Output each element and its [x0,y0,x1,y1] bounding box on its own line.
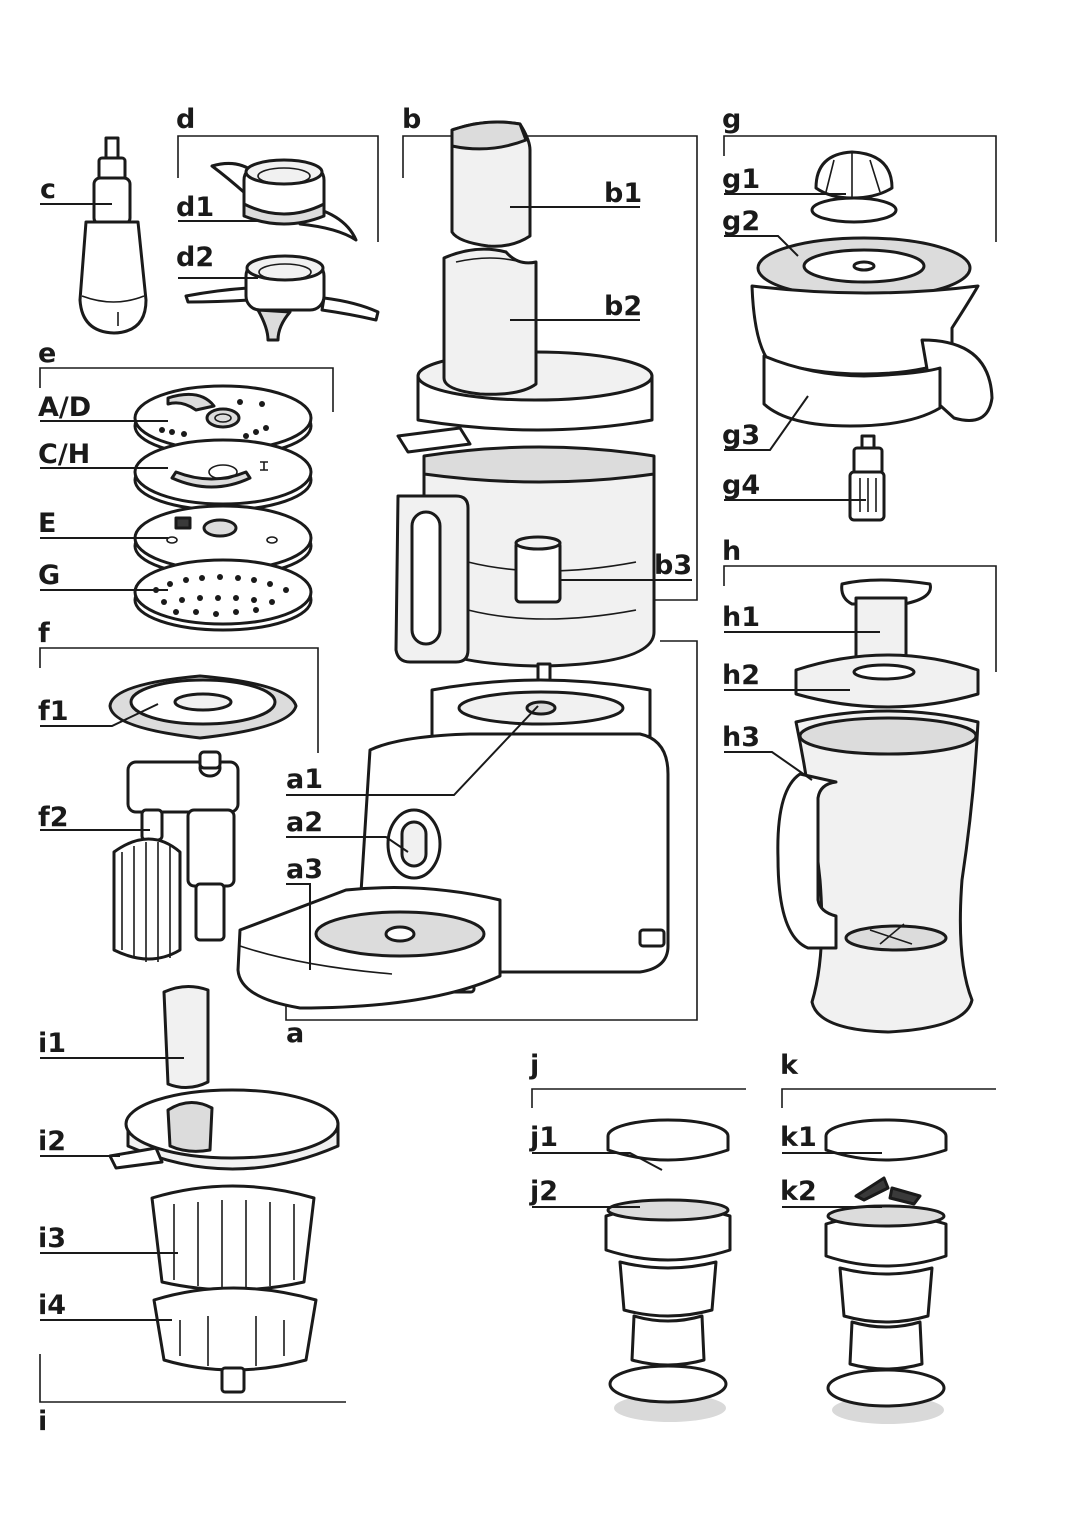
label-d1: d1 [176,192,214,223]
label-AD: A/D [38,392,91,423]
group-brackets [39,135,997,1403]
label-d2: d2 [176,242,214,273]
part-k2-bowl-blade [824,1176,948,1424]
part-j1-lid [606,1118,730,1162]
label-d: d [176,104,195,135]
bracket-f [39,647,319,753]
disc-C-H [133,438,313,512]
label-a2: a2 [286,807,323,838]
bracket-k [781,1088,996,1108]
label-h3: h3 [722,722,760,753]
part-e-discs [133,384,313,632]
leader-g2 [724,235,799,257]
label-g2: g2 [722,206,760,237]
label-a1: a1 [286,764,323,795]
part-d1-blade [210,158,358,242]
label-i: i [38,1406,47,1437]
part-i3-drum [150,1184,316,1292]
label-h: h [722,536,741,567]
part-f2-whisk [112,750,240,962]
leader-f1 [40,703,159,727]
label-j: j [529,1050,539,1081]
label-i1: i1 [38,1028,66,1059]
part-d2-blade [184,254,380,342]
part-g3-juice-bowl [750,284,994,428]
part-i2-lid [108,1088,340,1171]
label-k1: k1 [780,1122,817,1153]
label-g4: g4 [722,470,760,501]
label-b3: b3 [654,550,692,581]
label-f2: f2 [38,802,69,833]
part-g4-adapter [848,434,886,522]
label-E: E [38,508,56,539]
label-h2: h2 [722,660,760,691]
label-h1: h1 [722,602,760,633]
label-c: c [40,174,56,205]
callout-labels: c d d1 d2 b b1 b2 b3 g g1 g2 g3 g4 e A/D… [38,104,817,1437]
label-i3: i3 [38,1223,66,1254]
bracket-i [39,1354,346,1403]
part-g1-cone [810,150,898,224]
bracket-j [531,1088,746,1108]
bracket-e [39,367,334,412]
part-h3-jug [776,709,980,1034]
label-g1: g1 [722,164,760,195]
label-G: G [38,560,60,591]
label-e: e [38,338,56,369]
bracket-h [723,565,997,672]
label-b1: b1 [604,178,642,209]
bracket-g [723,135,997,242]
disc-G [133,558,313,632]
leader-j1 [532,1152,663,1171]
label-CH: C/H [38,439,90,470]
part-b1-large-pusher [450,120,532,248]
leader-a3 [286,883,311,970]
label-j2: j2 [529,1176,558,1207]
label-i2: i2 [38,1126,66,1157]
label-f1: f1 [38,696,69,727]
bracket-b [402,135,698,601]
part-c-adapter [78,136,148,335]
label-b: b [402,104,421,135]
label-j1: j1 [529,1122,558,1153]
leader-a1 [286,705,539,796]
bracket-d [177,135,379,242]
label-k: k [780,1050,799,1081]
part-i1-pusher [162,985,210,1089]
label-a3: a3 [286,854,323,885]
label-k2: k2 [780,1176,817,1207]
label-b2: b2 [604,291,642,322]
label-g: g [722,104,741,135]
leader-g3 [724,395,809,451]
label-g3: g3 [722,420,760,451]
bracket-a [285,640,698,1021]
part-f1-emulsifying-disc [108,674,298,740]
part-a3-storage-drawer [236,886,502,1010]
part-b3-bowl [394,445,656,668]
leader-lines [40,193,882,1321]
label-f: f [38,618,50,649]
part-i4-base [152,1286,318,1394]
part-j2-bowl [604,1198,732,1422]
disc-E [133,504,313,578]
label-a: a [286,1018,304,1049]
part-b2-small-pusher [442,247,538,396]
label-i4: i4 [38,1290,66,1321]
part-h2-lid [794,653,980,709]
leader-a2 [286,836,409,853]
leader-h3 [724,751,813,781]
